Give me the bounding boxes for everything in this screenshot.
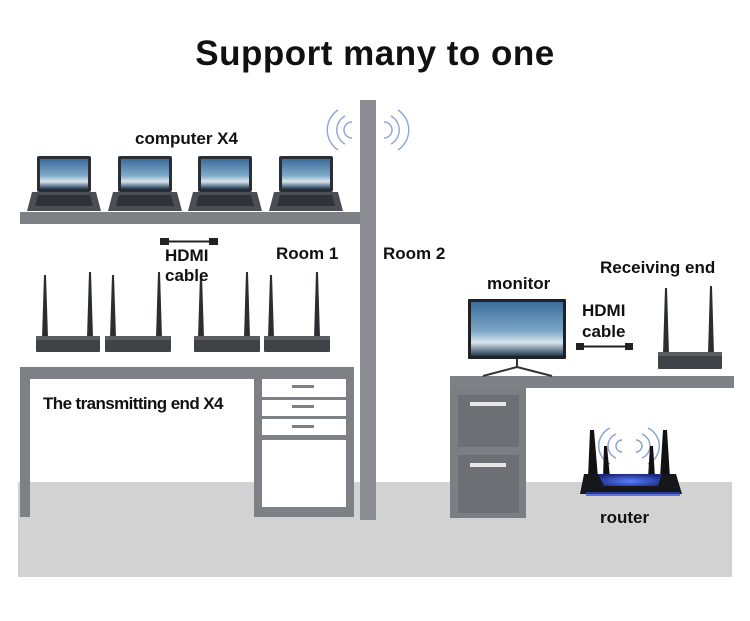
cable-label-left: cable (165, 266, 209, 285)
transmitter-icon (264, 272, 330, 352)
router-label: router (600, 508, 650, 527)
hdmi-cable-icon (576, 343, 633, 350)
router-icon (580, 427, 682, 496)
laptop-icon (108, 156, 182, 211)
hdmi-label-left: HDMI (165, 246, 209, 265)
room1-label: Room 1 (276, 244, 339, 263)
computers-label: computer X4 (135, 129, 238, 148)
laptop-icon (188, 156, 262, 211)
transmitter-icon (194, 272, 260, 352)
dividing-wall (360, 100, 376, 520)
wifi-icon (326, 109, 410, 151)
room2-label: Room 2 (383, 244, 446, 263)
receiver-icon (658, 286, 722, 369)
transmitting-end-label: The transmitting end X4 (43, 394, 223, 413)
receiving-end-label: Receiving end (600, 258, 716, 277)
monitor-label: monitor (487, 274, 551, 293)
page-title: Support many to one (195, 34, 555, 73)
laptop-icon (269, 156, 343, 211)
transmitter-icon (36, 272, 100, 352)
upper-shelf (20, 212, 360, 224)
monitor-icon (468, 299, 566, 377)
cable-label-right: cable (582, 322, 626, 341)
right-desk (450, 376, 734, 518)
hdmi-cable-icon (160, 238, 218, 245)
laptop-icon (27, 156, 101, 211)
left-desk (20, 367, 354, 517)
hdmi-label-right: HDMI (582, 301, 626, 320)
transmitter-icon (105, 272, 171, 352)
